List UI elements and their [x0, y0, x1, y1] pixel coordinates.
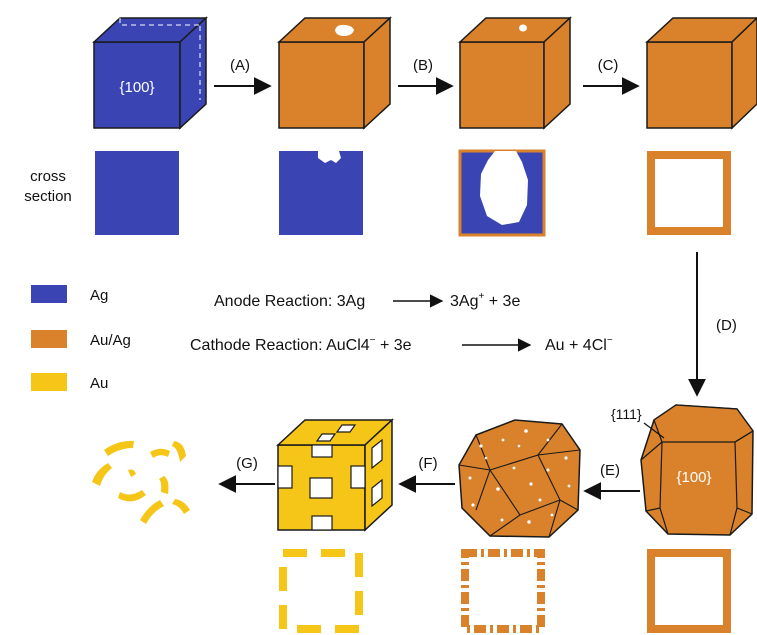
cross-section-label-line2: section: [24, 188, 72, 205]
svg-text:(C): (C): [598, 57, 619, 74]
arrow-step-d: (D): [688, 252, 737, 397]
au-nanocage: [276, 418, 394, 532]
svg-text:(D): (D): [716, 317, 737, 334]
facet-100-label-bottom: {100}: [676, 469, 711, 486]
auag-porous-shell: [458, 419, 581, 538]
svg-text:(A): (A): [230, 57, 250, 74]
legend-swatch-auag: [31, 330, 67, 348]
svg-text:(E): (E): [600, 462, 620, 479]
svg-text:3Ag+ + 3e: 3Ag+ + 3e: [450, 291, 520, 310]
ag-cube: {100}: [92, 16, 208, 130]
svg-text:Cathode Reaction: AuCl4− + 3e: Cathode Reaction: AuCl4− + 3e: [190, 335, 412, 354]
au-fragments: [92, 440, 190, 524]
anode-reaction: Anode Reaction: 3Ag 3Ag+ + 3e: [214, 291, 520, 310]
surface-pit-small: [519, 24, 527, 32]
surface-pit: [335, 24, 354, 36]
legend-label-au: Au: [90, 375, 108, 392]
legend-swatch-ag: [31, 285, 67, 303]
cross-section-hollow-box-bottom: [647, 549, 731, 633]
facet-111-pointer: [643, 422, 665, 439]
svg-text:(B): (B): [413, 57, 433, 74]
facet-111-label: {111}: [611, 406, 642, 422]
arrow-step-b: (B): [398, 57, 454, 95]
cross-section-ag: [95, 151, 179, 235]
arrow-step-f: (F): [398, 455, 455, 493]
auag-cube-pitted: [277, 16, 392, 130]
cross-section-cage-wall: [279, 549, 363, 633]
auag-hollow-cube: [645, 16, 757, 130]
svg-text:(F): (F): [418, 455, 437, 472]
legend: Ag Au/Ag Au: [31, 285, 131, 392]
arrow-step-a: (A): [214, 57, 272, 95]
cross-section-hollowing: [458, 149, 546, 237]
legend-swatch-au: [31, 373, 67, 391]
facet-100-label-top: {100}: [119, 79, 154, 96]
arrow-step-e: (E): [583, 462, 640, 500]
arrow-step-c: (C): [583, 57, 640, 95]
arrow-step-g: (G): [218, 455, 275, 493]
cross-section-hollow-box: [647, 151, 731, 235]
pore-dots: [468, 429, 571, 524]
cross-section-label-line1: cross: [30, 168, 66, 185]
cross-section-pitted: [279, 151, 363, 235]
cage-openings: [277, 424, 383, 531]
legend-label-auag: Au/Ag: [90, 332, 131, 349]
cross-section-porous-wall: [461, 549, 545, 633]
svg-text:(G): (G): [236, 455, 258, 472]
auag-truncated-cube: {100} {111}: [611, 404, 754, 536]
svg-text:Au + 4Cl−: Au + 4Cl−: [545, 335, 613, 354]
cathode-reaction: Cathode Reaction: AuCl4− + 3e Au + 4Cl−: [190, 335, 613, 354]
auag-cube-small-pit: [458, 16, 572, 130]
ag-cube-hidden-edges: [119, 18, 201, 100]
svg-text:Anode Reaction: 3Ag: Anode Reaction: 3Ag: [214, 293, 365, 310]
legend-label-ag: Ag: [90, 287, 108, 304]
